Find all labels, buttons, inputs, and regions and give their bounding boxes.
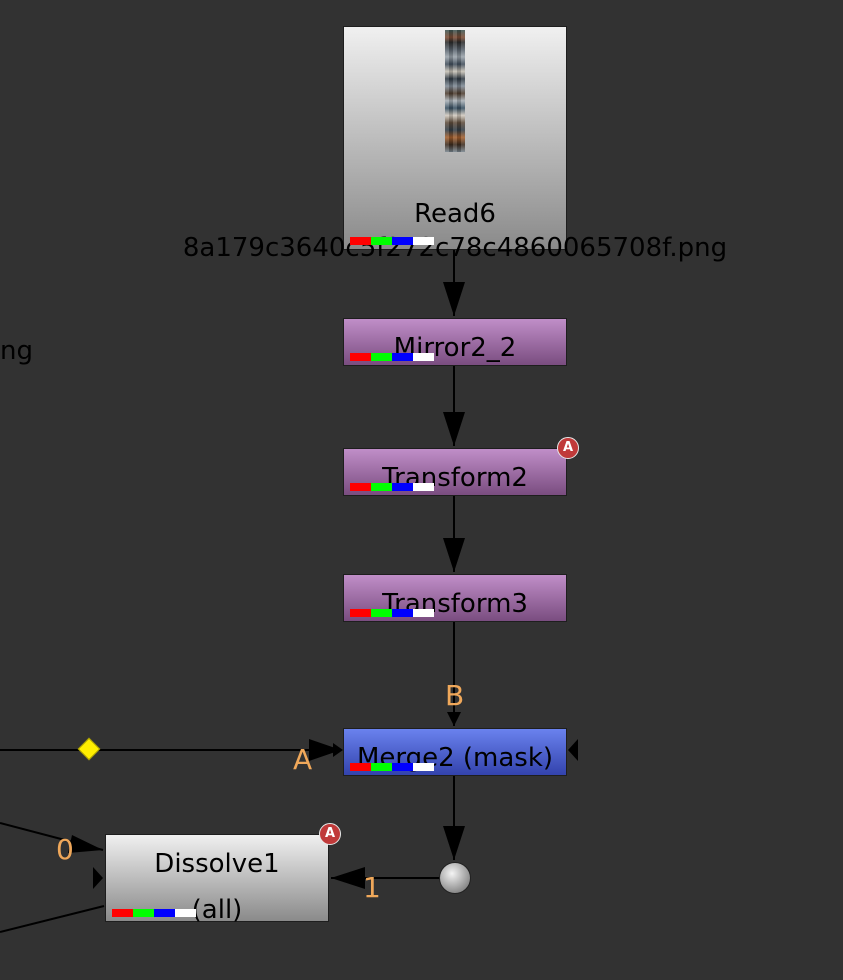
arrow-dissolve-mask-input [93, 867, 103, 889]
offscreen-node-label: ng [0, 336, 33, 366]
node-read6-filename: 8a179c3640c5f272c78c4860065708f.png [182, 233, 728, 263]
channel-indicator [350, 353, 434, 361]
arrow-mirror-input [443, 282, 465, 316]
node-read6-label: Read6 [414, 199, 496, 229]
channel-indicator [112, 909, 196, 917]
merge-input-a-label: A [293, 743, 313, 776]
arrow-merge-b-input [447, 712, 461, 726]
node-mirror2-2[interactable]: Mirror2_2 [343, 318, 567, 366]
arrow-dissolve-1-input [331, 867, 365, 889]
channel-indicator [350, 763, 434, 771]
node-read6[interactable]: Read6 8a179c3640c5f272c78c4860065708f.pn… [183, 26, 727, 263]
arrow-dissolve-0-input [68, 835, 103, 853]
node-dissolve1[interactable]: Dissolve1 (all) [105, 834, 329, 925]
channel-indicator [350, 483, 434, 491]
node-merge2[interactable]: Merge2 (mask) [343, 728, 567, 776]
animated-badge-icon: A [557, 437, 579, 459]
node-transform3[interactable]: Transform3 [343, 574, 567, 622]
channel-indicator [350, 237, 434, 245]
pipe-dissolve-left-input[interactable] [0, 905, 105, 933]
arrow-merge-a-tip [333, 743, 343, 757]
arrow-dot-input [443, 826, 465, 860]
arrow-transform2-input [443, 412, 465, 446]
animated-badge-icon: A [319, 823, 341, 845]
dot-node[interactable] [439, 862, 471, 894]
merge-input-b-label: B [445, 679, 465, 712]
arrow-transform3-input [443, 538, 465, 572]
dissolve-input-0-label: 0 [56, 833, 74, 866]
node-dissolve1-sublabel: (all) [191, 895, 243, 925]
channel-indicator [350, 609, 434, 617]
read-thumbnail [445, 30, 465, 152]
node-dissolve1-label: Dissolve1 [154, 849, 280, 879]
arrow-merge-mask-input [568, 739, 578, 761]
dissolve-input-1-label: 1 [363, 871, 381, 904]
arrow-merge-a-input [309, 739, 341, 761]
node-transform2[interactable]: Transform2 [343, 448, 567, 496]
